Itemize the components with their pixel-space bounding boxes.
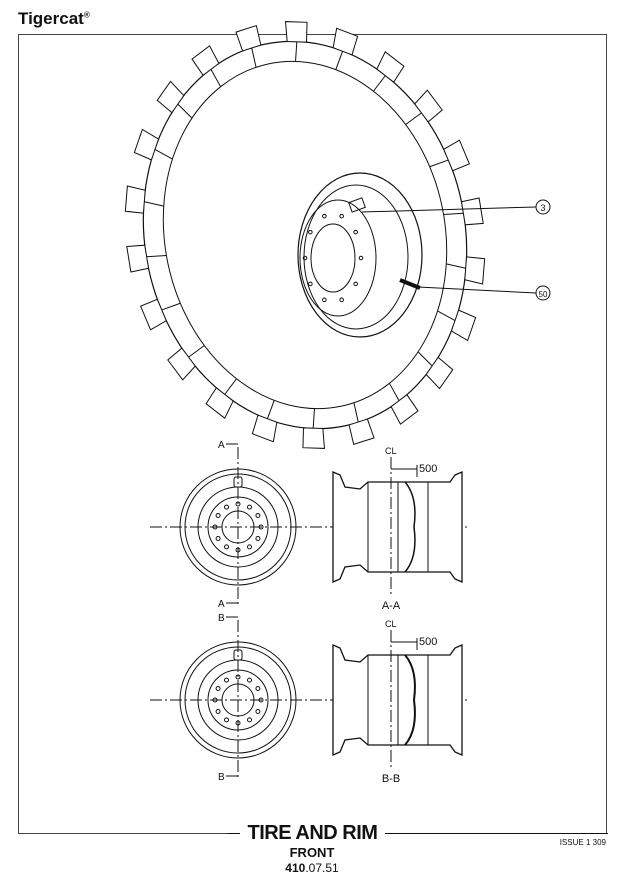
tire-lug — [414, 89, 443, 123]
tire-lug — [251, 414, 278, 443]
lug-edge — [266, 400, 275, 419]
lug-edge — [443, 212, 464, 215]
bolt-hole — [247, 717, 252, 723]
bolt-hole — [339, 213, 344, 219]
section-label: B-B — [382, 773, 400, 785]
lug-edge — [373, 75, 386, 92]
bolt-hole — [353, 281, 358, 287]
tire-lug — [302, 427, 326, 449]
callout-label: 50 — [539, 290, 548, 299]
bolt-hole — [358, 255, 364, 261]
lug-edge — [295, 41, 298, 62]
cut-label: A — [218, 599, 225, 610]
bolt-hole — [339, 297, 344, 303]
lug-edge — [210, 69, 222, 87]
tire-lug — [450, 309, 477, 342]
bolt-hole — [255, 513, 261, 518]
center-disc — [404, 481, 416, 573]
tire-lug — [284, 21, 308, 43]
brand-name: Tigercat — [18, 9, 84, 28]
tire-lug — [443, 139, 471, 172]
bolt-hole — [215, 513, 221, 518]
bolt-hole — [224, 717, 229, 723]
tire-lug — [464, 256, 486, 285]
callout-3: 3 — [361, 199, 551, 215]
lug-edge — [353, 402, 359, 423]
lug-edge — [177, 103, 193, 119]
part-number: 410.07.51 — [0, 861, 624, 875]
lug-edge — [144, 201, 164, 207]
tire-lug — [390, 393, 419, 425]
centerline-label: CL — [385, 619, 397, 629]
tire-lug — [332, 27, 359, 56]
dimension-label: 500 — [419, 463, 437, 475]
bolt-hole — [224, 677, 229, 683]
tire-lug — [139, 298, 167, 331]
bolt-hole — [224, 544, 229, 550]
tire-lug — [348, 418, 375, 446]
tire-lug — [205, 387, 234, 419]
tire-lug — [133, 128, 160, 161]
lug-edge — [154, 149, 173, 160]
rim-illustration — [297, 172, 423, 338]
tire-lug — [126, 244, 150, 273]
lug-edge — [446, 263, 466, 269]
centerline-label: CL — [385, 446, 397, 456]
lug-edge — [146, 255, 167, 258]
brand-mark: ® — [83, 10, 90, 20]
bolt-hole — [215, 709, 221, 714]
cut-label: B — [218, 772, 225, 783]
lug-edge — [224, 378, 237, 395]
callout-label: 3 — [540, 203, 545, 213]
bolt-hole — [308, 281, 313, 287]
bolt-hole — [215, 686, 221, 691]
bolt-hole — [302, 255, 308, 261]
issue-number: ISSUE 1 309 — [559, 838, 606, 847]
lug-edge — [437, 310, 456, 321]
part-number-prefix: 410 — [285, 861, 306, 875]
tire-lug — [167, 347, 196, 381]
bolt-hole — [247, 504, 252, 510]
lug-edge — [161, 302, 181, 311]
cut-label: A — [218, 440, 225, 451]
bolt-hole — [255, 686, 261, 691]
bolt-hole — [215, 536, 221, 541]
tire-lug — [156, 80, 185, 114]
title-text: TIRE AND RIM — [240, 822, 385, 845]
dimension-label: 500 — [419, 636, 437, 648]
bolt-hole — [322, 213, 327, 219]
lug-edge — [417, 351, 433, 367]
tire-lug — [191, 45, 220, 77]
bolt-hole — [322, 297, 327, 303]
tire-lug — [460, 197, 484, 226]
brand-logo: Tigercat® — [18, 9, 90, 29]
tire-lug — [124, 185, 146, 214]
lug-edge — [429, 159, 449, 168]
bolt-hole — [224, 504, 229, 510]
subtitle-text: FRONT — [289, 845, 335, 860]
part-number-suffix: .07.51 — [305, 861, 339, 875]
bolt-hole — [308, 229, 313, 235]
bolt-hole — [255, 709, 261, 714]
lug-edge — [312, 408, 315, 429]
lug-edge — [388, 383, 400, 401]
lug-edge — [251, 47, 257, 68]
lug-edge — [335, 51, 344, 70]
bolt-hole — [247, 544, 252, 550]
tire-lug — [376, 51, 405, 83]
center-disc — [404, 654, 416, 746]
bolt-hole — [247, 677, 252, 683]
tire-lug — [235, 24, 262, 52]
lug-edge — [405, 112, 422, 125]
tire-lug — [425, 356, 454, 390]
callout-50: 50 — [417, 285, 551, 301]
bolt-hole — [353, 229, 358, 235]
lug-edge — [188, 345, 205, 358]
section-label: A-A — [382, 600, 401, 612]
bolt-hole — [255, 536, 261, 541]
tire-lugs — [124, 21, 486, 449]
cut-label: B — [218, 613, 225, 624]
